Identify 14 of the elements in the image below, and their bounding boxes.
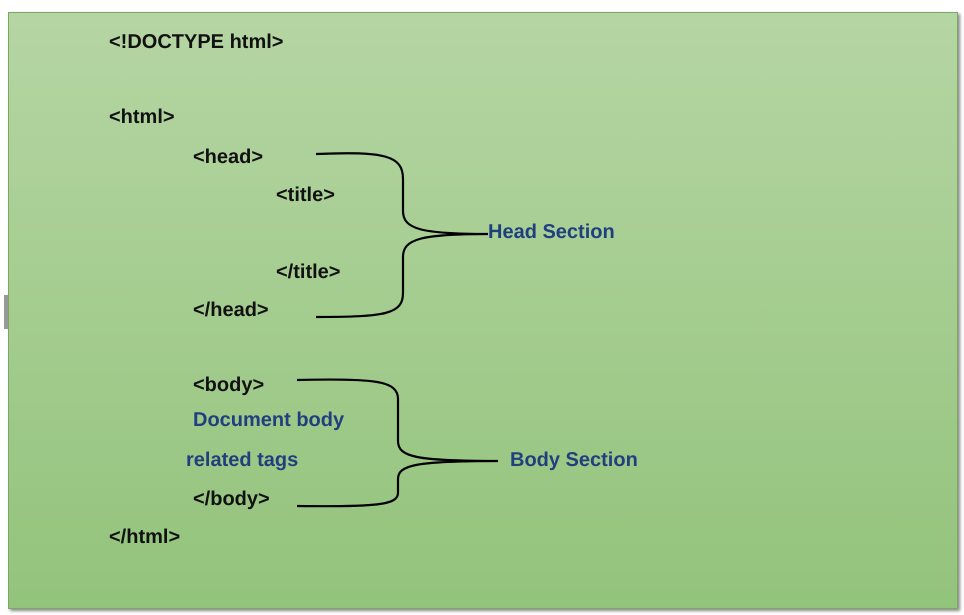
code-tag: <html> (109, 106, 175, 129)
code-tag: <title> (276, 184, 335, 207)
code-tag: </body> (193, 488, 270, 511)
section-label: Head Section (488, 221, 615, 244)
code-tag: </html> (109, 526, 180, 549)
code-tag: <body> (193, 374, 264, 397)
description-text: Document body (193, 409, 344, 432)
code-tag: </head> (193, 299, 269, 322)
description-text: related tags (186, 449, 298, 472)
section-label: Body Section (510, 449, 638, 472)
code-tag: </title> (276, 261, 340, 284)
code-tag: <head> (193, 146, 264, 169)
code-panel (8, 12, 958, 609)
code-tag: <!DOCTYPE html> (109, 31, 284, 54)
